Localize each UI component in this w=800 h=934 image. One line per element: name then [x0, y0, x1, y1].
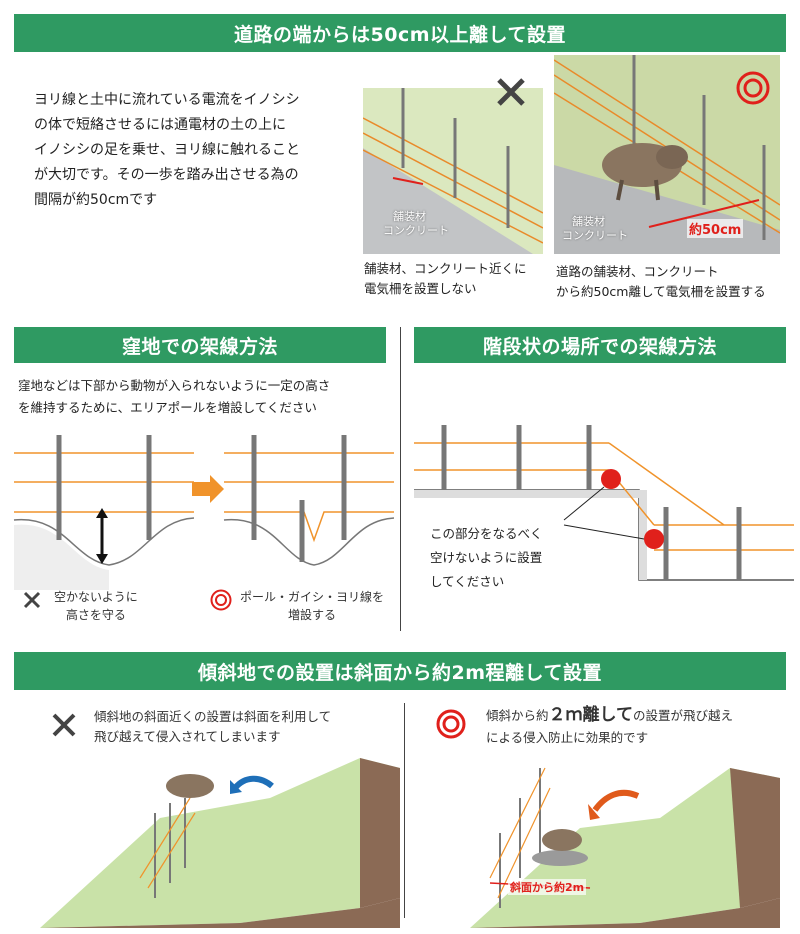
section1-title: 道路の端からは50cm以上離して設置 — [234, 23, 566, 46]
double-circle-icon — [736, 71, 770, 105]
section2-body-line: 窪地などは下部から動物が入られないように一定の高さ — [18, 378, 331, 393]
section-divider — [400, 327, 401, 631]
section1-body-line: が大切です。その一歩を踏み出させる為の — [34, 167, 299, 183]
hollow-diagram — [13, 435, 395, 590]
stairs-note-line: この部分をなるべく — [430, 526, 543, 541]
slope-bad-diagram — [40, 758, 400, 928]
slope-bad-note: 傾斜地の斜面近くの設置は斜面を利用して 飛び越えて侵入されてしまいます — [94, 707, 331, 747]
photo-good-road: 舗装材 コンクリート 約50cm — [554, 55, 780, 254]
hollow-good-note: ポール・ガイシ・ヨリ線を 増設する — [240, 588, 384, 624]
photo-bad-label-line2: コンクリート — [383, 224, 449, 237]
section1-body: ヨリ線と土中に流れている電流をイノシシ の体で短絡させるには通電材の土の上に イ… — [34, 88, 354, 213]
section2-body-line: を維持するために、エリアポールを増設してください — [18, 400, 317, 415]
photo-bad-caption-line1: 舗装材、コンクリート近くに — [364, 261, 527, 276]
cross-icon — [52, 713, 76, 737]
hollow-bad-line2: 高さを守る — [65, 608, 126, 622]
photo-bad-label-line1: 舗装材 — [393, 210, 426, 223]
photo-bad-label: 舗装材 コンクリート — [383, 210, 449, 238]
stairs-note-line: 空けないように設置 — [430, 550, 543, 565]
double-circle-icon — [436, 709, 466, 739]
section3-title: 階段状の場所での架線方法 — [482, 335, 717, 358]
slope-good-distance: 斜面から約2m — [508, 879, 587, 895]
section1-body-line: 間隔が約50cmです — [34, 192, 158, 208]
photo-good-label: 舗装材 コンクリート — [562, 215, 628, 243]
hollow-good-line1: ポール・ガイシ・ヨリ線を — [240, 590, 385, 604]
section1-body-line: の体で短絡させるには通電材の土の上に — [34, 117, 286, 133]
stairs-note: この部分をなるべく 空けないように設置 してください — [430, 522, 543, 594]
section-divider — [404, 703, 405, 918]
photo-bad-scene — [363, 88, 543, 254]
photo-good-caption-line2: から約50cm離して電気柵を設置する — [556, 284, 766, 299]
slope-good-line1: 傾斜から約２ｍ離しての設置が飛び越え — [486, 704, 733, 727]
photo-good-caption-line1: 道路の舗装材、コンクリート — [556, 264, 719, 279]
photo-good-caption: 道路の舗装材、コンクリート から約50cm離して電気柵を設置する — [556, 262, 796, 302]
slope-bad-line1: 傾斜地の斜面近くの設置は斜面を利用して — [94, 709, 332, 724]
slope-good-line2: による侵入防止に効果的です — [486, 730, 649, 745]
slope-good-emph: ２ｍ離して — [548, 705, 634, 725]
photo-bad-caption: 舗装材、コンクリート近くに 電気柵を設置しない — [364, 259, 554, 299]
section1-banner: 道路の端からは50cm以上離して設置 — [14, 14, 786, 52]
section2-body: 窪地などは下部から動物が入られないように一定の高さ を維持するために、エリアポー… — [18, 375, 398, 419]
hollow-bad-note: 空かないように 高さを守る — [54, 588, 138, 624]
section4-title: 傾斜地での設置は斜面から約2m程離して設置 — [198, 661, 602, 684]
stairs-diagram — [414, 425, 794, 581]
photo-good-label-line1: 舗装材 — [572, 215, 605, 228]
photo-bad-road: 舗装材 コンクリート — [363, 88, 543, 254]
section4-banner: 傾斜地での設置は斜面から約2m程離して設置 — [14, 652, 786, 690]
section2-banner: 窪地での架線方法 — [14, 327, 386, 363]
section3-banner: 階段状の場所での架線方法 — [414, 327, 786, 363]
section2-title: 窪地での架線方法 — [121, 335, 278, 358]
photo-bad-caption-line2: 電気柵を設置しない — [364, 281, 477, 296]
cross-icon — [23, 591, 41, 609]
cross-icon — [497, 78, 525, 106]
slope-good-note: 傾斜から約２ｍ離しての設置が飛び越え による侵入防止に効果的です — [486, 704, 733, 749]
slope-good-diagram — [470, 767, 780, 928]
hollow-good-line2: 増設する — [288, 608, 337, 622]
stairs-note-line: してください — [430, 574, 505, 589]
slope-good-post: の設置が飛び越え — [633, 708, 734, 723]
section1-body-line: ヨリ線と土中に流れている電流をイノシシ — [34, 92, 300, 108]
photo-good-label-line2: コンクリート — [562, 229, 628, 242]
photo-good-distance: 約50cm — [687, 219, 744, 238]
slope-good-pre: 傾斜から約 — [486, 708, 549, 723]
slope-bad-line2: 飛び越えて侵入されてしまいます — [94, 729, 281, 744]
section1-body-line: イノシシの足を乗せ、ヨリ線に触れること — [34, 142, 300, 158]
hollow-bad-line1: 空かないように — [54, 590, 138, 604]
photo-good-scene — [554, 55, 780, 254]
double-circle-icon — [210, 589, 232, 611]
